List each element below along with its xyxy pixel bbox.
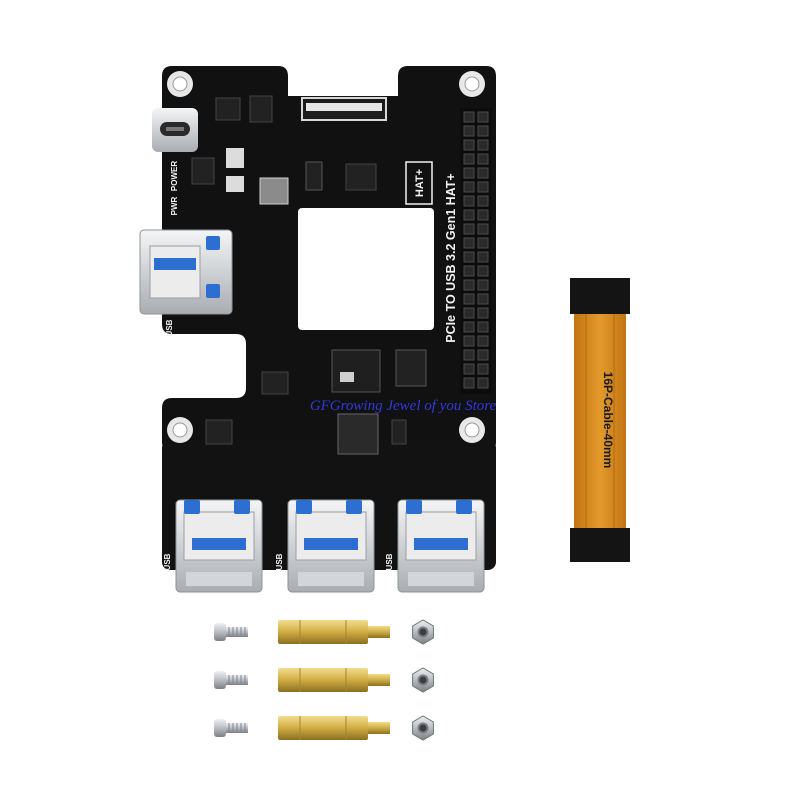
usb-label-side: USB <box>165 319 174 336</box>
gpio-pin <box>477 209 489 221</box>
usb-a-ports-bottom: USB USB USB <box>163 499 485 593</box>
gpio-pin <box>463 223 475 235</box>
gpio-pin <box>463 153 475 165</box>
gpio-pin <box>463 125 475 137</box>
usb-a-port-side <box>139 229 233 315</box>
gpio-pin <box>477 265 489 277</box>
hat-board: HAT+ PCIe TO USB 3.2 Gen1 HAT+ POWER PWR… <box>139 66 496 593</box>
usb-c-power-port <box>152 108 198 152</box>
hat-plus-badge: HAT+ <box>405 161 433 205</box>
flex-cable: 16P-Cable-40mm <box>570 278 630 562</box>
mounting-hole <box>464 76 480 92</box>
mounting-hole <box>464 422 480 438</box>
usb-a-port: USB <box>163 499 263 593</box>
gpio-pin <box>477 279 489 291</box>
gpio-pin <box>463 209 475 221</box>
gpio-pin <box>477 363 489 375</box>
gpio-pin <box>463 139 475 151</box>
gpio-pin <box>463 363 475 375</box>
usb-a-port: USB <box>275 499 375 593</box>
brass-standoff <box>278 668 390 692</box>
gpio-pin <box>477 125 489 137</box>
gpio-pin <box>463 321 475 333</box>
gpio-pin <box>477 293 489 305</box>
power-label: POWER <box>170 161 179 191</box>
cable-stiffener-bottom <box>570 528 630 562</box>
gpio-pin <box>477 307 489 319</box>
gpio-pin <box>477 223 489 235</box>
store-watermark: GFGrowing Jewel of you Store <box>310 398 497 414</box>
gpio-pin <box>463 335 475 347</box>
mounting-hardware <box>214 619 434 741</box>
gpio-pin <box>477 377 489 389</box>
gpio-pin <box>477 251 489 263</box>
gpio-pin <box>477 153 489 165</box>
cable-flex-body <box>574 314 626 528</box>
gpio-pin <box>463 195 475 207</box>
cable-label: 16P-Cable-40mm <box>601 372 615 469</box>
mounting-hole <box>172 76 188 92</box>
gpio-pin <box>463 279 475 291</box>
pwr-led-label: PWR <box>170 196 179 215</box>
gpio-pin <box>477 321 489 333</box>
brass-standoff <box>278 620 390 644</box>
mounting-holes <box>167 71 485 443</box>
gpio-pin <box>463 181 475 193</box>
gpio-pin <box>463 251 475 263</box>
gpio-pin <box>463 167 475 179</box>
mounting-hole <box>172 422 188 438</box>
pcb-cutout <box>298 208 434 330</box>
screw <box>214 671 248 689</box>
gpio-pin <box>477 349 489 361</box>
gpio-pin <box>463 293 475 305</box>
gpio-pin <box>477 195 489 207</box>
screw <box>214 719 248 737</box>
hex-nut <box>412 667 434 693</box>
gpio-header <box>460 108 492 394</box>
usb-label: USB <box>275 553 284 570</box>
fpc-connector <box>301 97 387 121</box>
gpio-pin <box>463 237 475 249</box>
board-title: PCIe TO USB 3.2 Gen1 HAT+ <box>444 173 458 342</box>
gpio-pin <box>463 377 475 389</box>
gpio-pin <box>463 111 475 123</box>
cable-stiffener-top <box>570 278 630 314</box>
gpio-pin <box>477 139 489 151</box>
gpio-pin <box>477 181 489 193</box>
pcb-components <box>191 95 427 455</box>
hex-nut <box>412 619 434 645</box>
gpio-pin <box>477 237 489 249</box>
usb-label: USB <box>163 553 172 570</box>
gpio-pin <box>477 167 489 179</box>
usb-a-port: USB <box>385 499 485 593</box>
gpio-pin <box>463 307 475 319</box>
hex-nut <box>412 715 434 741</box>
usb-label: USB <box>385 553 394 570</box>
hat-badge-text: HAT+ <box>414 169 426 197</box>
brass-standoff <box>278 716 390 740</box>
gpio-pin <box>477 111 489 123</box>
gpio-pin <box>463 265 475 277</box>
gpio-pin <box>477 335 489 347</box>
gpio-pin <box>463 349 475 361</box>
screw <box>214 623 248 641</box>
